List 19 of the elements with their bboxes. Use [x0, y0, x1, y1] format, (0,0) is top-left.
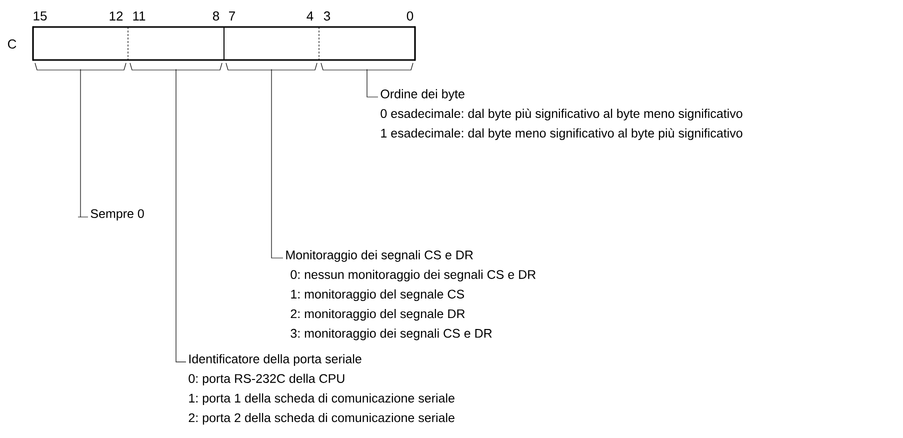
bit-field	[318, 26, 416, 61]
bit-number: 12	[110, 11, 123, 21]
field-description: Ordine dei byte 0 esadecimale: dal byte più significativo al byte meno significativo 1 esadecimale: dal byte meno significativo al byte più significativo	[380, 89, 742, 140]
bit-number: 8	[212, 11, 220, 21]
leader-line	[78, 68, 88, 218]
field-description: Sempre 0	[90, 209, 144, 220]
field-description: Identificatore della porta seriale 0: porta RS-232C della CPU 1: porta 1 della scheda di comunicazione seriale 2: porta 2 della scheda di comunicazione seriale	[188, 354, 454, 425]
bit-number: 11	[133, 12, 146, 20]
bit-field	[32, 26, 129, 61]
bit-number: 7	[229, 12, 235, 20]
leader-line	[366, 68, 378, 98]
register-name: C	[8, 39, 16, 49]
field-description: Monitoraggio dei segnali CS e DR 0: nessun monitoraggio dei segnali CS e DR 1: monitoraggio del segnale CS 2: monitoraggio del segnale DR 3: monitoraggio dei segnali CS e DR	[286, 250, 536, 340]
bit-field	[223, 26, 320, 61]
bit-number: 4	[306, 12, 314, 20]
bit-field	[127, 26, 225, 61]
leader-line	[176, 68, 186, 362]
bit-number: 3	[324, 11, 330, 21]
leader-line	[271, 68, 284, 258]
